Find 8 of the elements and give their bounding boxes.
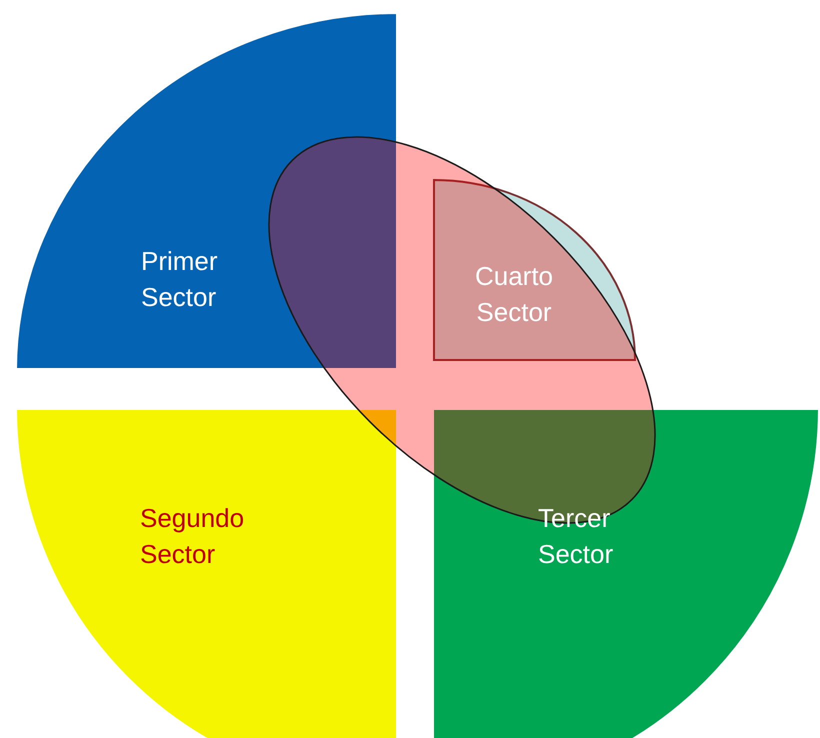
sector-label: Segundo Sector [140, 502, 246, 571]
quarter-circle-sector [432, 408, 820, 738]
sector-label: Cuarto Sector [474, 260, 554, 329]
quarter-circle-sector [15, 12, 398, 370]
sector-label: Primer Sector [141, 245, 219, 314]
quarter-circle-sector [432, 178, 637, 362]
quarter-circle-sector [15, 408, 398, 738]
sector-label: Tercer Sector [538, 502, 614, 571]
